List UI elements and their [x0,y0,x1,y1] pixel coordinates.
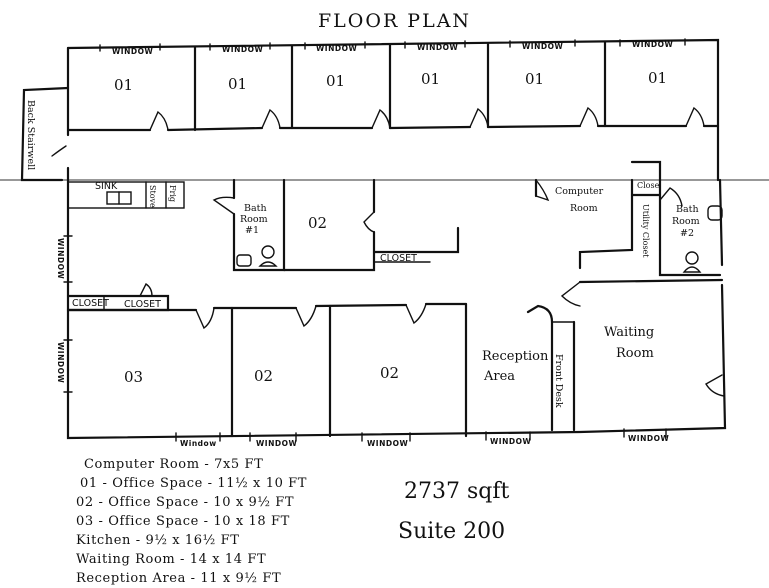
utility-closet-label: Utility Closet [641,204,650,258]
waiting-room: Waiting Room [560,278,725,397]
window-label: WINDOW [256,439,297,448]
reception-area-label: Area [483,369,515,384]
bath-2-label: #2 [680,228,694,239]
office-01-label: 01 [114,76,133,94]
bath-2: Bath Room #2 [658,187,723,277]
office-02-middle: 02 [282,178,376,272]
waiting-room-label: Waiting [604,325,654,340]
closet-label: CLOSET [380,253,417,264]
window-label: WINDOW [632,40,673,49]
bath-2-label: Room [672,216,700,227]
top-windows: WINDOW WINDOW WINDOW WINDOW WINDOW WINDO… [99,38,686,56]
office-01-label: 01 [421,70,440,88]
window-label: WINDOW [490,437,531,446]
bath-1-label: Bath [244,203,267,214]
waiting-room-label: Room [616,346,654,361]
office-01-label: 01 [228,75,247,93]
bottom-windows: Window WINDOW WINDOW WINDOW WINDOW [175,428,669,448]
reception-area-label: Reception [482,349,549,364]
computer-room: Computer Room [534,178,634,270]
legend-line: Reception Area - 11 x 9½ FT [76,571,281,586]
window-label: WINDOW [56,342,65,383]
bath-1-label: Room [240,214,268,225]
stove-label: Stove [148,185,157,208]
window-label: WINDOW [56,238,65,279]
sink-label: SINK [95,181,118,192]
outer-walls [66,38,727,440]
dimensions-legend: Computer Room - 7x5 FT 01 - Office Space… [76,457,307,586]
office-01-label: 01 [326,72,345,90]
legend-line: 01 - Office Space - 11½ x 10 FT [80,476,307,491]
top-offices: 01 01 01 01 01 01 [66,40,720,132]
window-label: WINDOW [112,47,153,56]
closet-label: CLOSET [72,298,109,309]
bath-1-label: #1 [245,225,259,236]
office-02-label: 02 [380,364,399,382]
utility-closet: Close Utility Closet [630,160,662,258]
office-02-label: 02 [308,214,327,232]
reception-area: Reception Area [482,349,549,384]
left-windows: WINDOW WINDOW [56,235,73,393]
back-stairwell-label: Back Stairwell [25,100,36,170]
window-label: WINDOW [628,434,669,443]
bath-2-label: Bath [676,204,699,215]
office-02-label: 02 [254,367,273,385]
office-01-label: 01 [648,69,667,87]
window-label: WINDOW [222,45,263,54]
legend-line: Kitchen - 9½ x 16½ FT [76,533,240,548]
bottom-offices: 03 02 02 [66,302,468,438]
bath-1: Bath Room #1 [212,178,286,272]
computer-room-label: Computer [555,186,604,197]
front-desk-label: Front Desk [553,354,564,408]
legend-line: Computer Room - 7x5 FT [84,457,263,472]
window-label: Window [180,439,217,448]
window-label: WINDOW [316,44,357,53]
back-stairwell: Back Stairwell [20,86,70,182]
legend-line: 02 - Office Space - 10 x 9½ FT [76,495,294,510]
computer-room-label: Room [570,203,598,214]
middle-closet: CLOSET [372,226,460,264]
window-label: WINDOW [522,42,563,51]
plan-title: FLOOR PLAN [318,10,471,32]
fridge-label: Frig [168,185,177,202]
window-label: WINDOW [417,43,458,52]
closet-small-label: Close [637,181,660,190]
front-desk: Front Desk [526,304,576,432]
legend-line: Waiting Room - 14 x 14 FT [76,552,266,567]
kitchen-counter: SINK Stove Frig [67,181,185,209]
total-area-label: 2737 sqft [404,479,509,504]
window-label: WINDOW [367,439,408,448]
legend-line: 03 - Office Space - 10 x 18 FT [76,514,290,529]
corridor-closets: CLOSET CLOSET [66,282,170,312]
office-03-label: 03 [124,368,143,386]
suite-label: Suite 200 [398,519,505,544]
office-01-label: 01 [525,70,544,88]
closet-label: CLOSET [124,299,161,310]
